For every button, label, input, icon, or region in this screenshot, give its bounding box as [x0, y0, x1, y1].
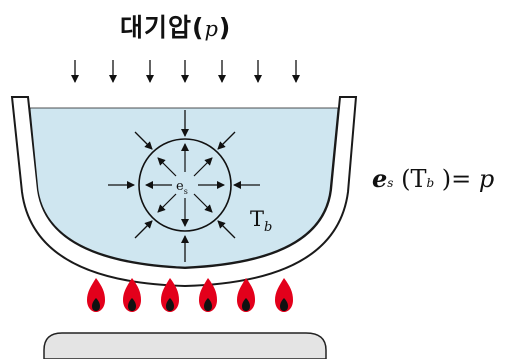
- equation-open: (: [393, 165, 411, 193]
- vapor-arrow: [157, 193, 177, 213]
- burner-plate: [43, 332, 327, 359]
- flame-icon: [161, 278, 179, 312]
- equation-base: e: [372, 164, 388, 193]
- vapor-arrow: [193, 157, 213, 177]
- flame-icon: [275, 278, 293, 312]
- equation-equals: =: [451, 165, 472, 193]
- atmospheric-pressure-arrows: [71, 60, 300, 83]
- liquid-temp-sub: b: [264, 220, 272, 235]
- bubble-label: es: [176, 179, 188, 196]
- vapor-pressure-arrows: [145, 143, 225, 227]
- bubble-arrow: [134, 131, 153, 150]
- pot: [10, 96, 358, 288]
- bubble-arrow: [217, 131, 236, 150]
- boiling-condition-equation: es (Tb )= p: [372, 164, 508, 204]
- vapor-arrow: [157, 157, 177, 177]
- diagram-title: 대기압(p): [120, 13, 232, 42]
- liquid-temperature-label: Tb: [250, 207, 272, 235]
- equation-rhs: p: [478, 165, 495, 193]
- equation-temp-sub: b: [426, 176, 435, 190]
- equation-close: ): [434, 165, 452, 193]
- flame-icon: [87, 278, 105, 312]
- bubble-arrow: [217, 220, 236, 239]
- bubble-label-base: e: [176, 179, 184, 194]
- flame-icon: [123, 278, 141, 312]
- burner-flames: [87, 278, 293, 312]
- bubble-pressure-arrows: [108, 110, 260, 262]
- bubble-arrow: [134, 220, 153, 239]
- liquid-temp-base: T: [250, 207, 264, 231]
- flame-icon: [237, 278, 255, 312]
- title-text: 대기압: [120, 13, 193, 42]
- bubble-label-sub: s: [184, 187, 188, 196]
- equation-sub: s: [387, 176, 394, 190]
- flame-icon: [199, 278, 217, 312]
- equation-temp-base: T: [410, 165, 427, 193]
- vapor-arrow: [193, 193, 213, 213]
- title-pressure-symbol: p: [204, 17, 219, 41]
